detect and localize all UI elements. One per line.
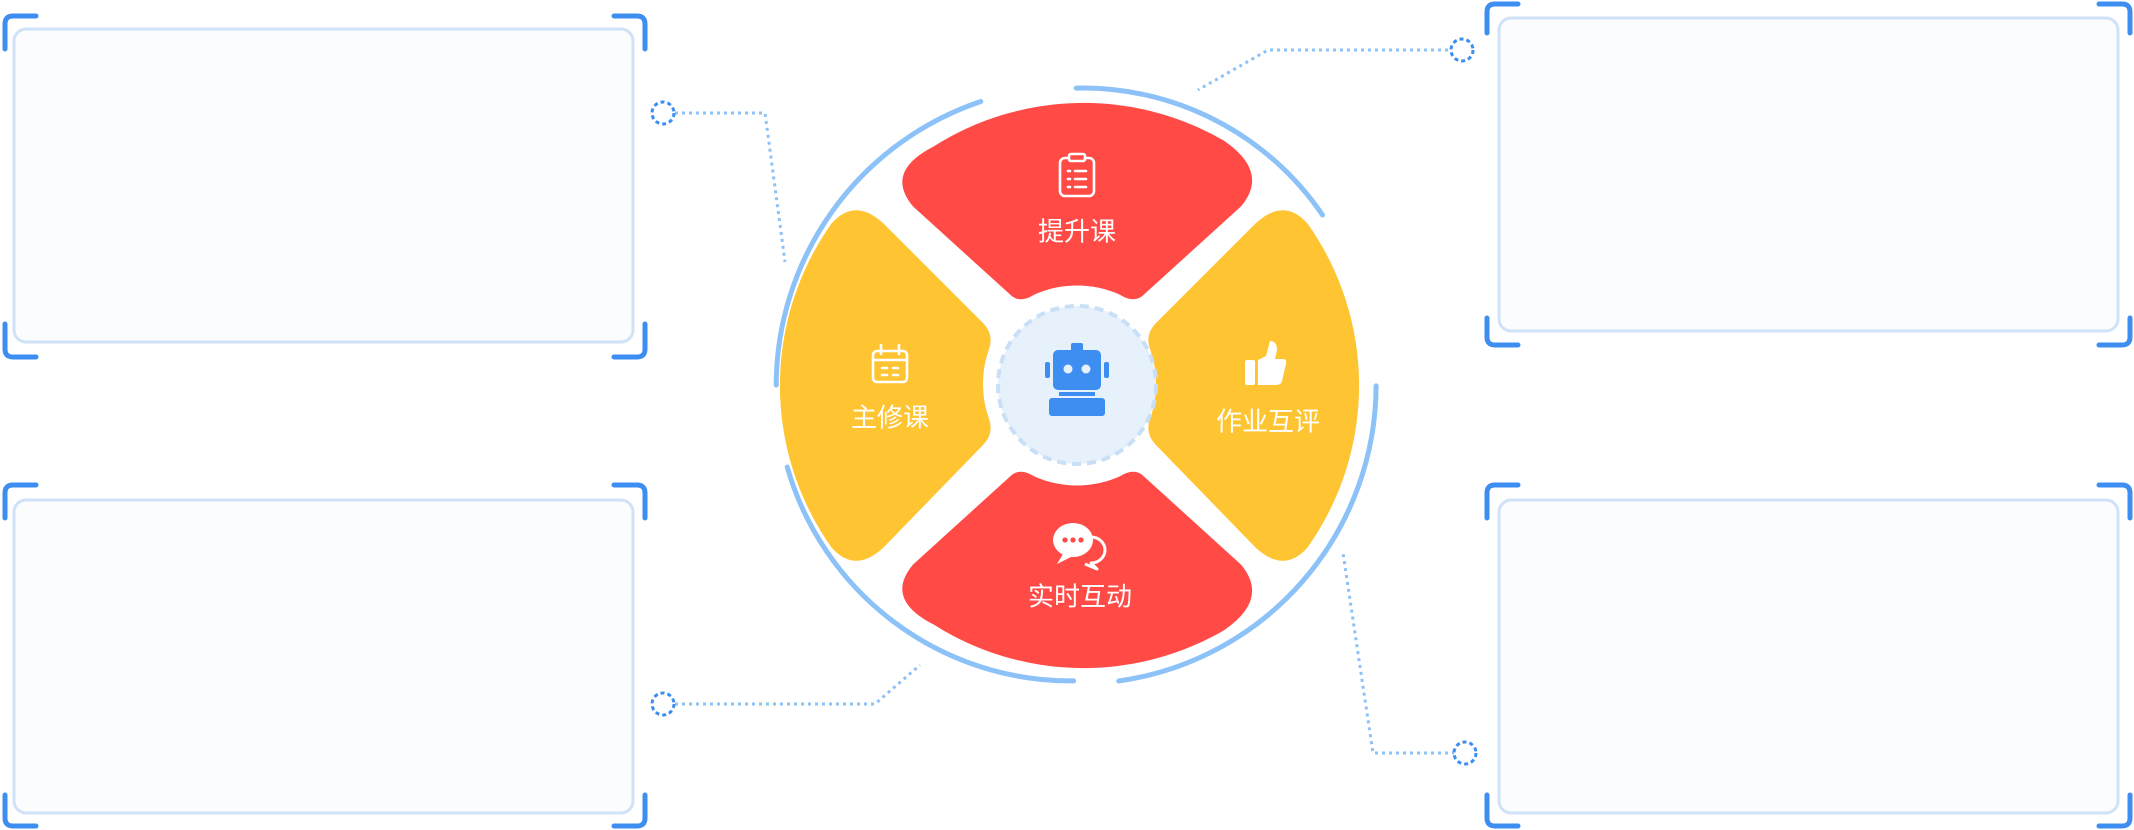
connector-bottom-right — [1341, 552, 1455, 755]
panel-box — [12, 27, 635, 344]
corner-bracket-bottom-right — [2096, 792, 2133, 829]
segment-right-shape — [1148, 210, 1360, 561]
connector-node-top-right — [1449, 37, 1475, 63]
calendar-icon — [871, 343, 909, 384]
segment-bottom-shape — [902, 471, 1253, 669]
corner-bracket-top-right — [611, 482, 648, 521]
connector-node-bottom-right — [1452, 740, 1478, 766]
segment-bottom: 实时互动 — [902, 471, 1253, 669]
corner-bracket-top-right — [2096, 1, 2133, 36]
corner-bracket-bottom-right — [611, 321, 648, 360]
segment-bottom-label: 实时互动 — [1028, 583, 1132, 613]
connector-node-top-left — [650, 100, 676, 126]
panel-bottom-right — [1484, 482, 2133, 829]
corner-bracket-bottom-left — [1484, 315, 1521, 348]
robot-icon — [1045, 343, 1109, 416]
corner-bracket-bottom-left — [2, 321, 39, 360]
segment-right: 作业互评 — [1148, 210, 1360, 561]
panel-box — [1497, 16, 2120, 333]
connector-top-right — [1197, 48, 1455, 92]
segment-top-shape — [902, 102, 1253, 300]
chat-bubbles-icon — [1053, 523, 1107, 571]
corner-bracket-top-left — [2, 482, 39, 521]
panel-box — [12, 498, 635, 815]
segment-right-label: 作业互评 — [1216, 408, 1320, 438]
corner-bracket-top-left — [2, 13, 39, 52]
panel-bottom-left — [2, 482, 648, 829]
connector-node-bottom-left — [650, 691, 676, 717]
outer-ring-arc-left — [773, 99, 984, 388]
segment-top-label: 提升课 — [1038, 218, 1116, 248]
segment-left-label: 主修课 — [851, 404, 929, 434]
thumbs-up-icon — [1245, 341, 1287, 385]
connector-top-left — [675, 111, 787, 263]
segment-top: 提升课 — [902, 102, 1253, 300]
clipboard-list-icon — [1058, 152, 1096, 198]
segment-left: 主修课 — [779, 210, 991, 561]
center-hub — [996, 304, 1158, 466]
outer-ring-arc-upper — [1073, 85, 1325, 218]
corner-bracket-bottom-right — [2096, 315, 2133, 348]
panel-top-right — [1484, 1, 2133, 348]
panel-top-left — [2, 13, 648, 360]
corner-bracket-top-left — [1484, 1, 1521, 36]
corner-bracket-bottom-left — [2, 792, 39, 829]
corner-bracket-top-right — [2096, 482, 2133, 521]
outer-ring-arc-right — [1116, 383, 1379, 684]
corner-bracket-bottom-left — [1484, 792, 1521, 829]
corner-bracket-bottom-right — [611, 792, 648, 829]
outer-ring-arc-lower — [784, 464, 1077, 684]
segment-left-shape — [779, 210, 991, 561]
panel-box — [1497, 498, 2120, 815]
corner-bracket-top-left — [1484, 482, 1521, 521]
connector-bottom-left — [675, 663, 921, 706]
corner-bracket-top-right — [611, 13, 648, 52]
